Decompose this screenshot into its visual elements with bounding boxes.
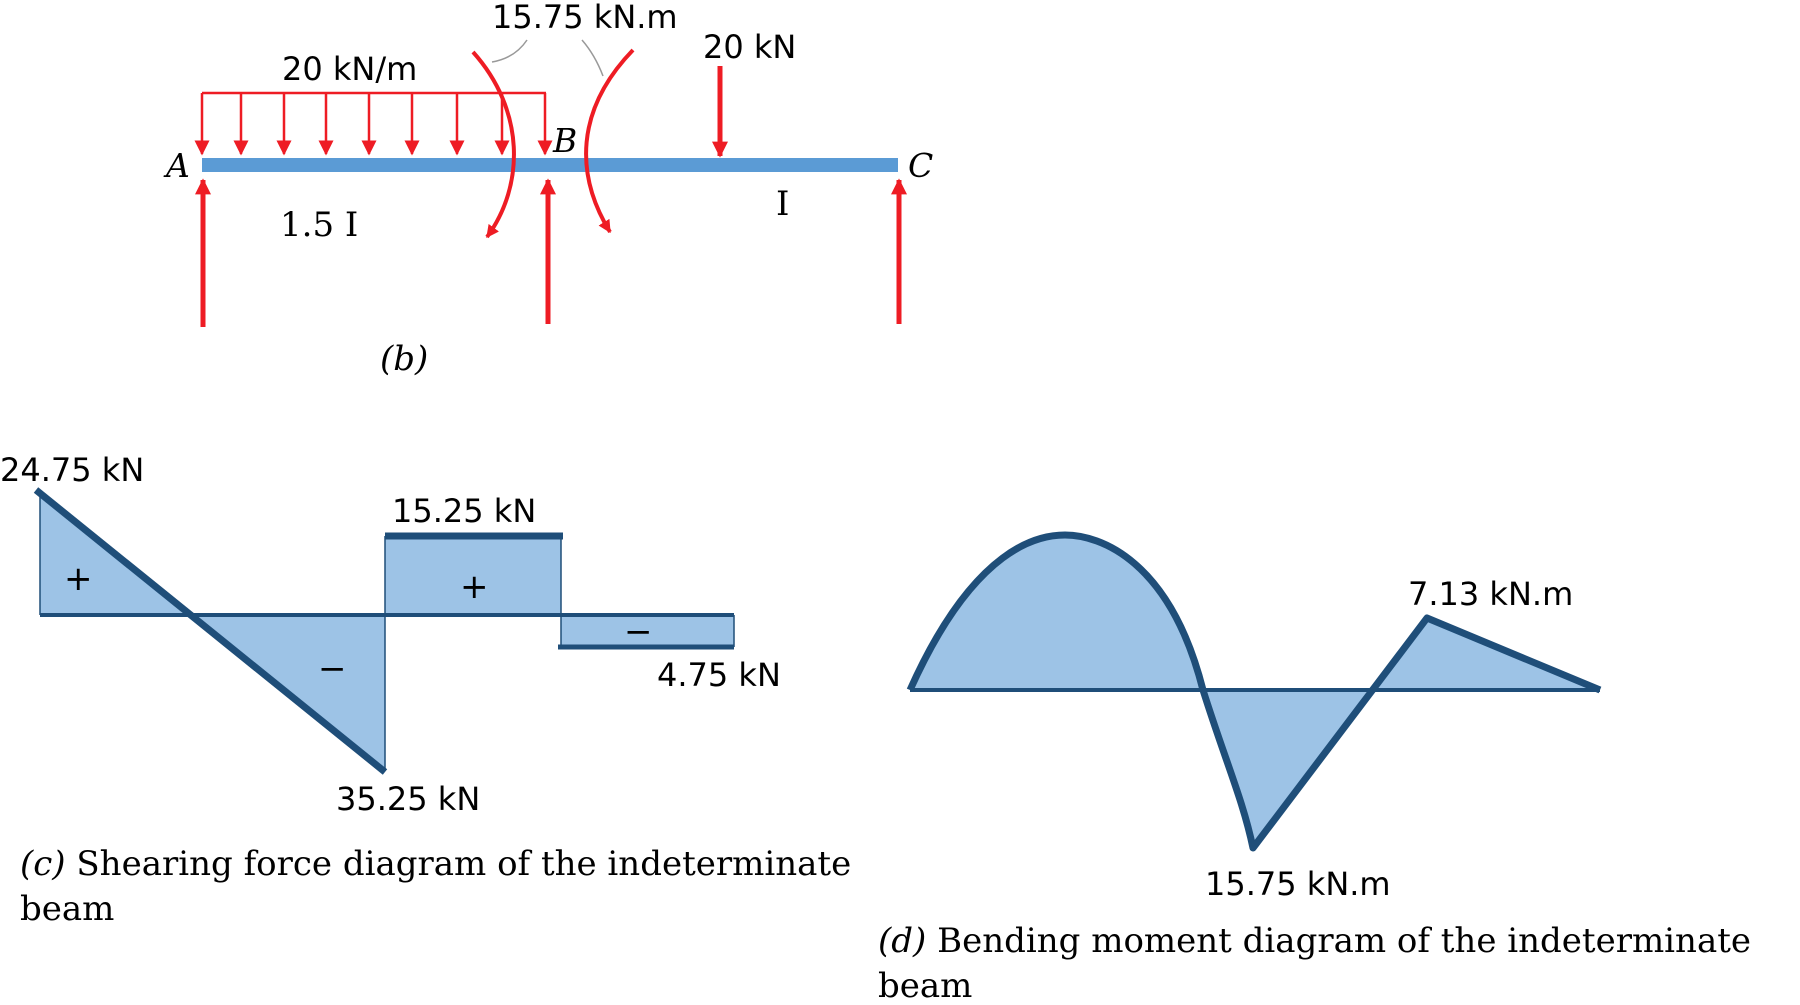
bmd-fill-positive (1368, 618, 1600, 690)
moment-arrow-right (584, 48, 635, 234)
moment-leader-right (581, 39, 604, 77)
udl-arrows (194, 93, 553, 156)
node-c-label: C (908, 146, 933, 185)
moment-label: 15.75 kN.m (492, 0, 678, 36)
beam-caption: (b) (380, 339, 428, 379)
sfd-sign-left-pos: + (64, 559, 93, 599)
sfd-fill-bc-negative (561, 615, 734, 647)
span-bc-inertia: I (776, 184, 789, 224)
sfd-label-b-left: 35.25 kN (336, 780, 480, 818)
moment-arrow-left (471, 50, 516, 239)
moment-leader-left (491, 39, 528, 63)
bmd-label-peak: 7.13 kN.m (1408, 575, 1573, 613)
sfd-label-c: 4.75 kN (657, 656, 781, 694)
udl-label: 20 kN/m (282, 50, 417, 88)
bmd-fill-parabola (910, 535, 1203, 690)
sfd-caption-line2: beam (20, 889, 114, 929)
sfd-label-b-right: 15.25 kN (392, 492, 536, 530)
sfd-fill-bc-positive (385, 536, 561, 615)
sfd-label-left-max: 24.75 kN (0, 451, 144, 489)
node-a-label: A (163, 146, 190, 185)
sfd-slope-line (33, 487, 388, 775)
beam-diagram: 20 kN/m 15.75 kN.m 20 kN A B C 1.5 I I (… (163, 0, 933, 379)
bending-moment-diagram: 7.13 kN.m 15.75 kN.m (d) Bending moment … (878, 531, 1751, 1005)
shear-force-diagram: + − + − 24.75 kN 15.25 kN 35.25 kN 4.75 … (0, 451, 851, 929)
bmd-label-min: 15.75 kN.m (1205, 865, 1391, 903)
node-b-label: B (552, 121, 577, 160)
sfd-caption: (c) Shearing force diagram of the indete… (20, 844, 851, 884)
bmd-caption: (d) Bending moment diagram of the indete… (878, 921, 1751, 961)
point-load-label: 20 kN (703, 28, 796, 66)
sfd-sign-right-neg: − (624, 612, 653, 652)
bmd-caption-line2: beam (878, 966, 972, 1005)
sfd-sign-left-neg: − (318, 649, 347, 689)
sfd-sign-mid-pos: + (460, 567, 489, 607)
beam-bar (202, 158, 898, 172)
bmd-outline (906, 531, 1602, 852)
span-ab-inertia: 1.5 I (280, 205, 358, 245)
